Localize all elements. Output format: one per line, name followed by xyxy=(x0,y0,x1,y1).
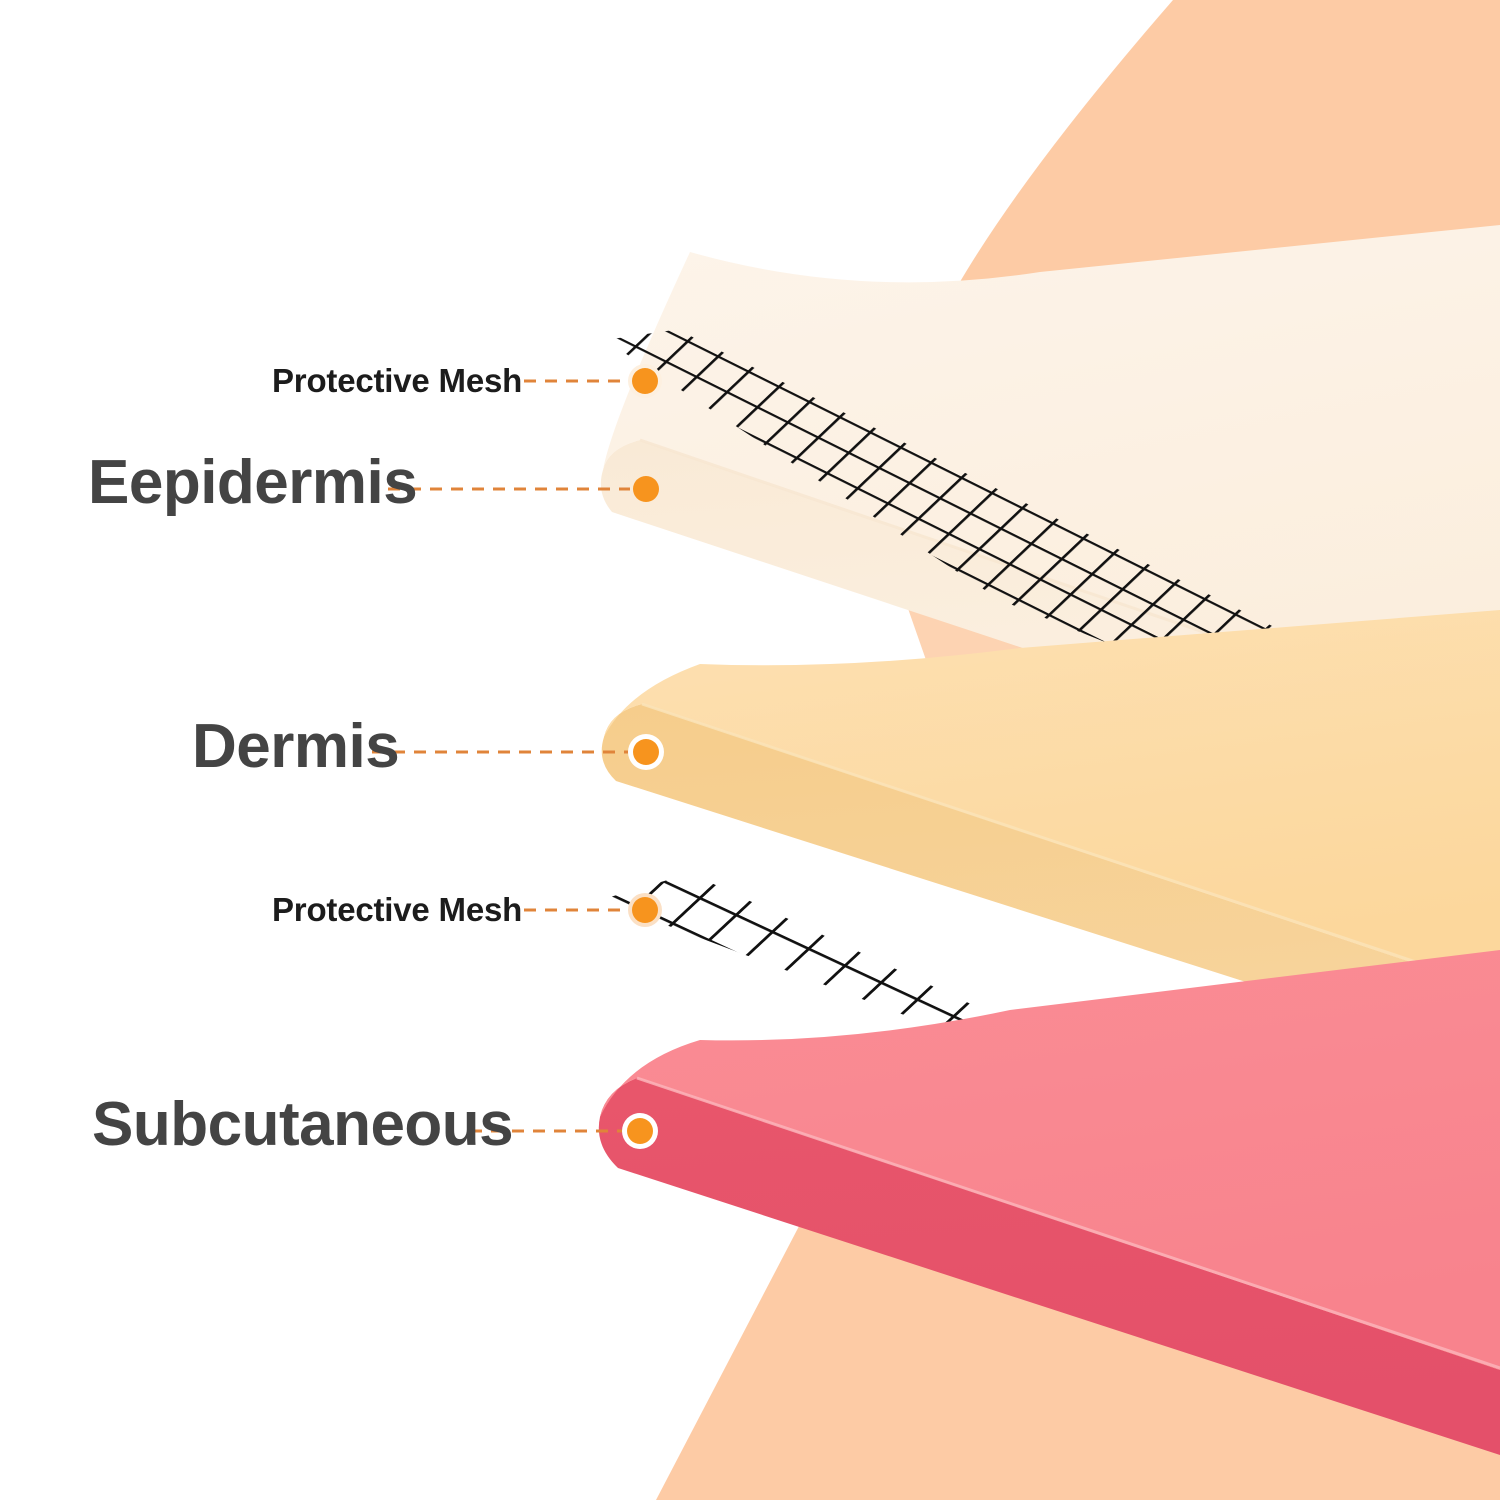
callout-label-protective-mesh-top[interactable]: Protective Mesh xyxy=(272,362,523,399)
subcutaneous-edge-highlight xyxy=(636,1076,1500,1370)
callout-dot-protective-mesh-top[interactable] xyxy=(632,368,658,394)
callout-lines xyxy=(372,364,664,1149)
callout-label-epidermis[interactable]: Eepidermis xyxy=(88,448,418,517)
epidermis-top-face xyxy=(603,225,1500,735)
callout-dot-protective-mesh-bottom[interactable] xyxy=(632,897,658,923)
dermis-layer[interactable] xyxy=(601,610,1500,1063)
dermis-side-face xyxy=(601,704,1500,1063)
callout-dot-epidermis[interactable] xyxy=(633,476,659,502)
callout-label-subcutaneous[interactable]: Subcutaneous xyxy=(92,1090,514,1159)
callout-label-protective-mesh-bottom[interactable]: Protective Mesh xyxy=(272,891,523,928)
callout-label-dermis[interactable]: Dermis xyxy=(192,712,400,781)
subcutaneous-side-face xyxy=(598,1078,1500,1455)
dermis-top-face xyxy=(604,610,1500,992)
callout-dot-dermis[interactable] xyxy=(633,739,659,765)
subcutaneous-layer[interactable] xyxy=(598,950,1500,1455)
subcutaneous-top-face xyxy=(600,950,1500,1370)
dermis-edge-highlight xyxy=(641,702,1500,992)
callout-dot-subcutaneous[interactable] xyxy=(627,1118,653,1144)
